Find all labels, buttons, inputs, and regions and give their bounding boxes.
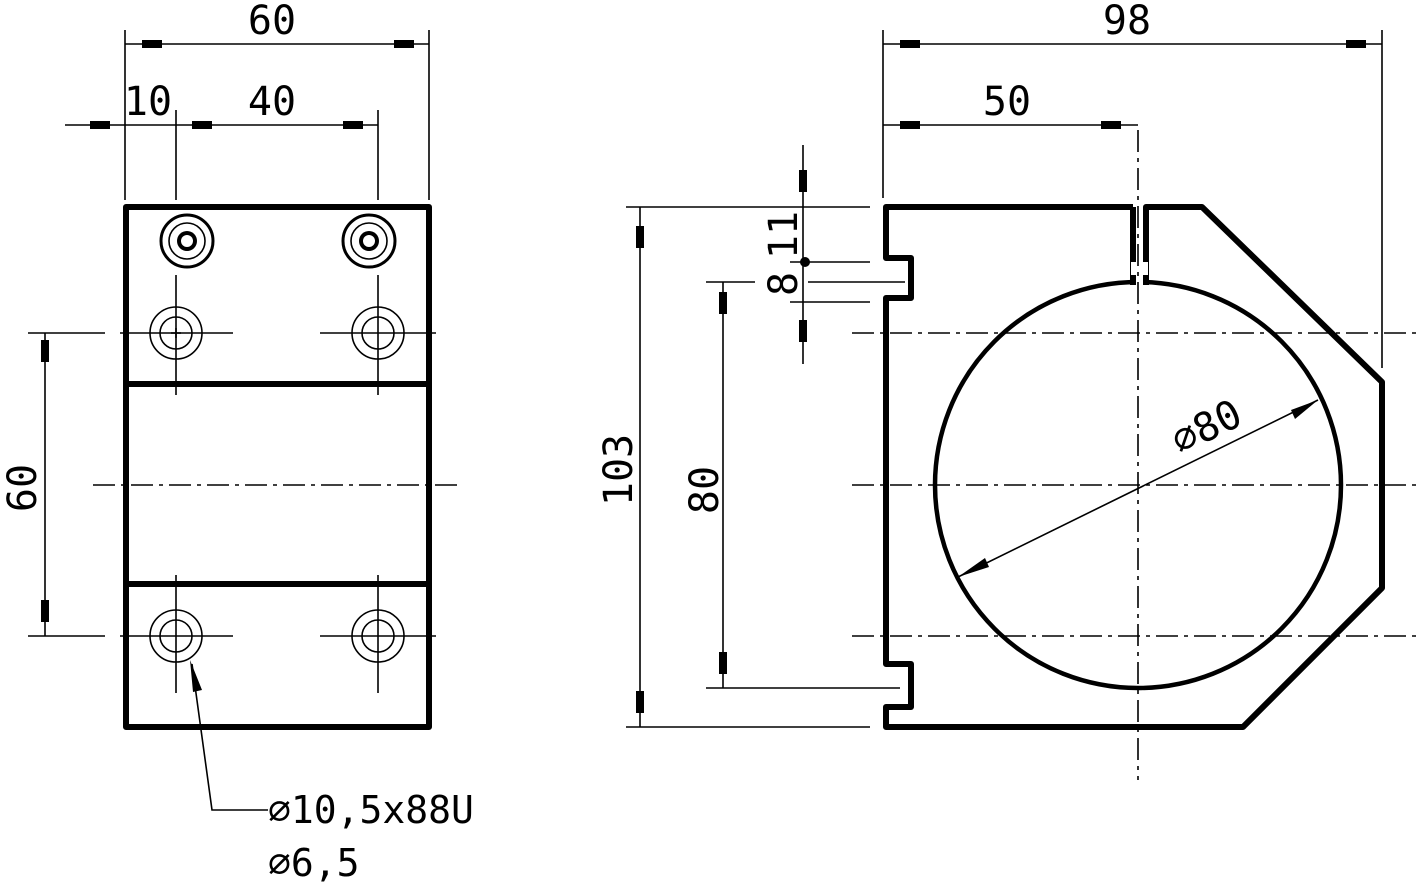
arrow-icon bbox=[636, 691, 644, 713]
screw-head-icon bbox=[341, 213, 397, 269]
arrow-icon bbox=[799, 320, 807, 342]
left-view: 60 10 40 60 ⌀10,5x88U ⌀6,5 bbox=[0, 0, 474, 885]
arrow-icon bbox=[719, 292, 727, 314]
right-body-outline bbox=[883, 204, 1385, 730]
dim-bore-diameter: ⌀80 bbox=[1164, 391, 1249, 464]
arrow-icon bbox=[343, 121, 363, 129]
arrow-icon bbox=[1291, 400, 1318, 419]
arrow-icon bbox=[719, 652, 727, 674]
dim-hole-spacing-y: 60 bbox=[0, 464, 46, 512]
counterbore-hole-icon bbox=[351, 306, 405, 360]
arrow-icon bbox=[958, 558, 989, 577]
hole-note-line2: ⌀6,5 bbox=[268, 841, 360, 885]
arrow-icon bbox=[90, 121, 110, 129]
arrow-icon bbox=[1101, 121, 1121, 129]
arrow-icon bbox=[190, 660, 202, 692]
dim-hole-spacing-x: 40 bbox=[248, 79, 296, 125]
dim-overall-height: 103 bbox=[596, 434, 642, 506]
dim-overall-width-right: 98 bbox=[1103, 0, 1151, 44]
left-body-outline bbox=[123, 204, 432, 730]
arrow-icon bbox=[799, 170, 807, 192]
counterbore-hole-icon bbox=[351, 609, 405, 663]
dim-to-center: 50 bbox=[983, 79, 1031, 125]
arrow-icon bbox=[900, 40, 920, 48]
arrow-icon bbox=[142, 40, 162, 48]
dim-groove-width: 8 bbox=[761, 272, 807, 296]
arrow-icon bbox=[192, 121, 212, 129]
arrow-icon bbox=[900, 121, 920, 129]
counterbore-hole-icon bbox=[149, 306, 203, 360]
diameter-dimension-line bbox=[957, 399, 1319, 578]
arrow-icon bbox=[394, 40, 414, 48]
dim-overall-width-left: 60 bbox=[248, 0, 296, 44]
screw-head-icon bbox=[159, 213, 215, 269]
arrow-icon bbox=[41, 600, 49, 622]
right-view: ⌀80 98 50 103 80 11 bbox=[596, 0, 1417, 780]
dim-groove-spacing: 80 bbox=[682, 466, 728, 514]
leader-line bbox=[191, 663, 268, 811]
arrow-icon bbox=[636, 226, 644, 248]
dim-groove-top: 11 bbox=[761, 211, 807, 259]
arrow-icon bbox=[1346, 40, 1366, 48]
dim-edge-to-hole: 10 bbox=[124, 79, 172, 125]
hole-note-line1: ⌀10,5x88U bbox=[268, 788, 474, 832]
arrow-icon bbox=[41, 340, 49, 362]
counterbore-hole-icon bbox=[149, 609, 203, 663]
